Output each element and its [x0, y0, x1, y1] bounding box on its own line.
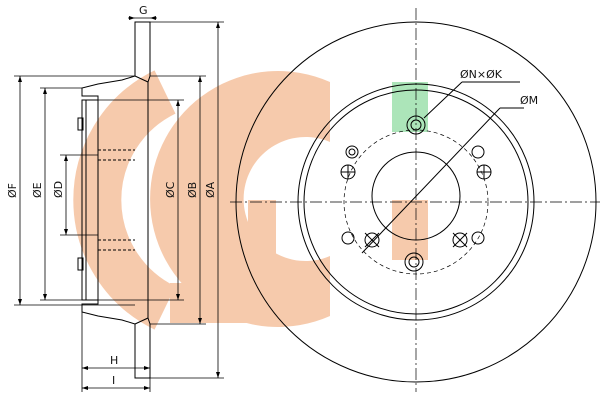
logo-watermark [73, 70, 428, 330]
label-n-k: ØN×ØK [460, 68, 503, 81]
front-view [230, 8, 600, 392]
label-m: ØM [520, 94, 538, 107]
arrowheads [18, 16, 220, 390]
dim-label-i: I [112, 374, 115, 387]
dim-label-f: ØF [6, 183, 19, 198]
dim-label-h: H [110, 354, 118, 367]
dim-label-d: ØD [52, 181, 65, 198]
dim-label-g: G [139, 4, 148, 17]
dim-label-c: ØC [164, 181, 177, 198]
dim-label-a: ØA [204, 181, 217, 198]
dim-label-b: ØB [186, 182, 199, 198]
dim-label-e: ØE [31, 182, 44, 198]
